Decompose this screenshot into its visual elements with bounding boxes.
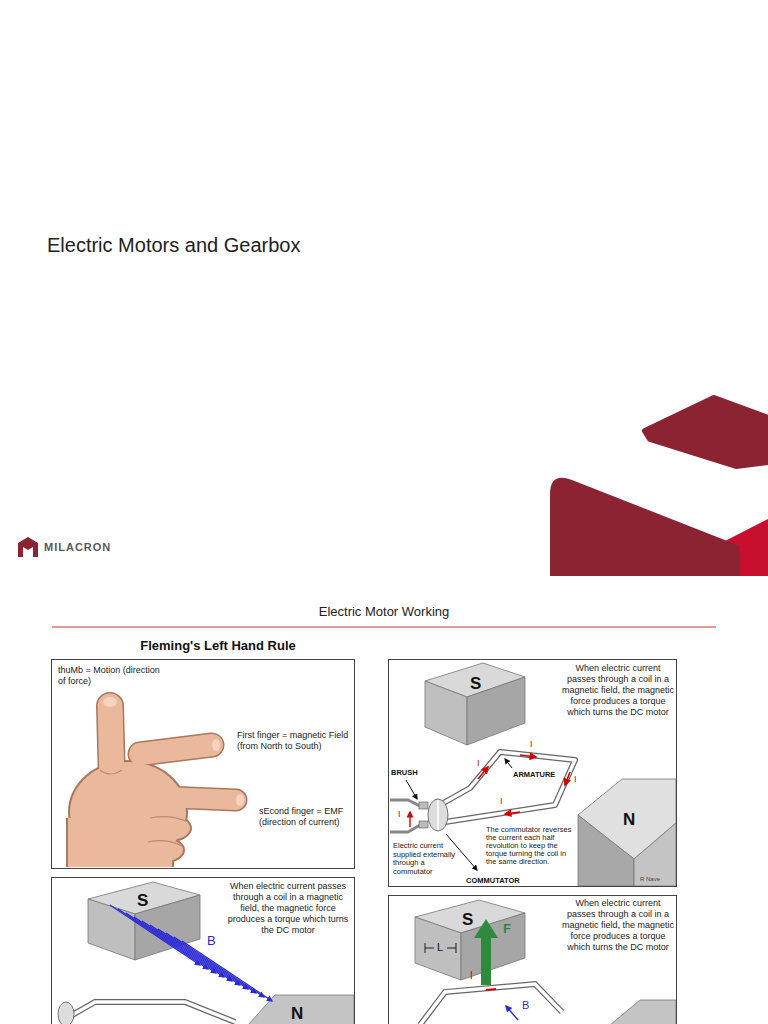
slide-title: Electric Motors and Gearbox — [47, 233, 300, 257]
pole-letter: S — [462, 910, 473, 929]
current-label: I — [500, 796, 503, 807]
field-panel: When electric current passes through a c… — [51, 877, 355, 1024]
panel-text: When electric current passes through a c… — [561, 898, 675, 953]
panel-text: thuMb = Motion (direction of force) — [58, 665, 168, 687]
field-label: B — [522, 999, 529, 1012]
magnet-pole: S — [416, 901, 526, 981]
credit: R Nave — [640, 876, 660, 883]
part-label: ARMATURE — [513, 770, 555, 779]
panel-text: sEcond finger = EMF (direction of curren… — [259, 806, 353, 828]
magnet-pole: N — [249, 996, 355, 1024]
field-label: B — [207, 933, 216, 949]
note: The commutator reverses the current each… — [486, 826, 576, 866]
hand-figure — [66, 697, 244, 867]
section-heading: Electric Motor Working — [0, 604, 768, 620]
brand-name: MILACRON — [44, 541, 111, 554]
current-label: I — [470, 970, 473, 982]
part-label: COMMUTATOR — [466, 876, 520, 885]
pole-letter: N — [291, 1004, 303, 1023]
panel-text: First finger = magnetic Field (from Nort… — [237, 730, 353, 752]
force-label: F — [503, 921, 511, 937]
pole-letter: N — [623, 810, 635, 829]
current-label: I — [574, 774, 577, 785]
panel-text: When electric current passes through a c… — [226, 881, 350, 936]
current-label: I — [398, 809, 401, 820]
length-label: L — [437, 941, 443, 954]
magnet-pole: S — [426, 664, 526, 746]
magnet-pole: N — [579, 780, 677, 887]
force-panel: When electric current passes through a c… — [388, 895, 677, 1024]
hand-photo-panel: thuMb = Motion (direction of force) First… — [51, 659, 355, 869]
field-figure — [58, 882, 354, 1024]
slide-decoration — [18, 398, 768, 576]
heading-rule — [52, 626, 716, 627]
pole-letter: S — [137, 891, 148, 910]
magnet-pole: S — [89, 883, 201, 961]
pole-letter: S — [470, 674, 481, 693]
current-label: I — [477, 758, 480, 769]
panel-text: When electric current passes through a c… — [561, 663, 675, 718]
subheading: Fleming's Left Hand Rule — [68, 638, 368, 654]
part-label: BRUSH — [391, 768, 418, 777]
motor-figure — [390, 663, 676, 886]
current-label: I — [530, 739, 533, 750]
note: Electric current supplied externally thr… — [393, 842, 461, 876]
